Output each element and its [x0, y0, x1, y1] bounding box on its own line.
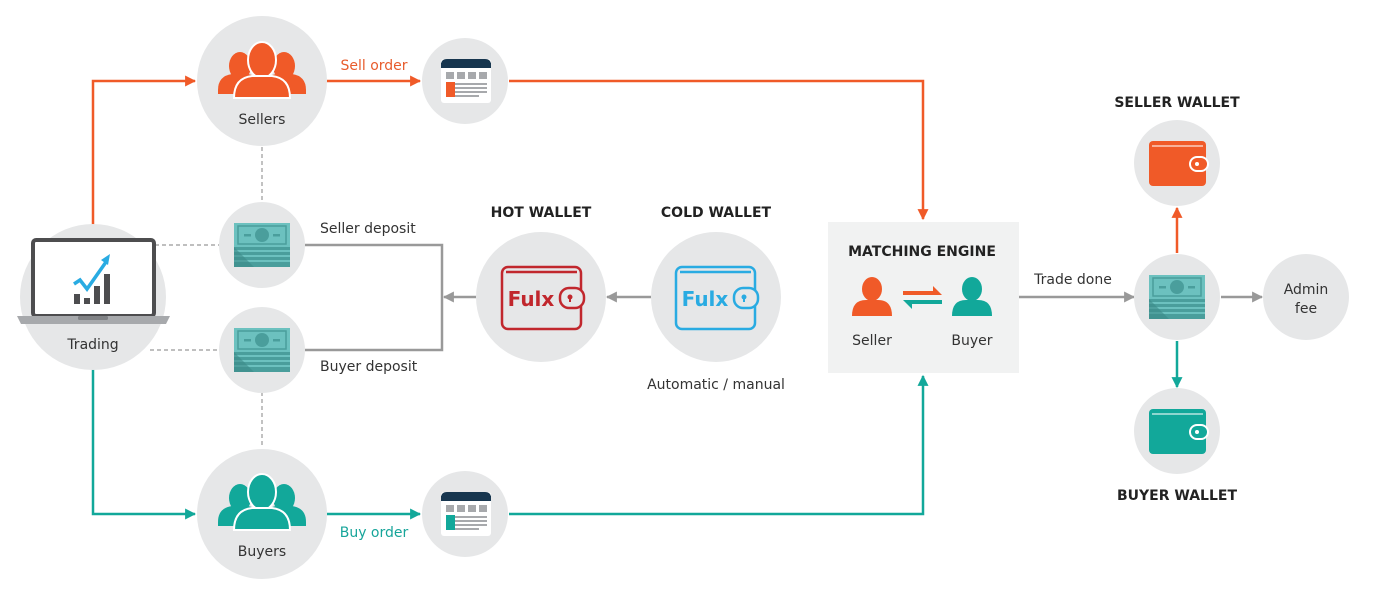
- admin-fee-node: Admin fee: [1263, 254, 1349, 340]
- exchange-arrows-icon: [903, 286, 942, 309]
- engine-buyer-label: Buyer: [951, 333, 992, 349]
- hot-wallet-title: HOT WALLET: [491, 205, 592, 221]
- seller-wallet-node: SELLER WALLET: [1114, 95, 1240, 206]
- buyer-wallet-node: BUYER WALLET: [1117, 388, 1237, 504]
- cold-wallet-icon: Fulx: [674, 265, 760, 331]
- trade-done-label: Trade done: [1033, 272, 1112, 288]
- buy-order-label: Buy order: [340, 525, 409, 541]
- matching-engine-title: MATCHING ENGINE: [848, 244, 996, 260]
- cold-wallet-brand: Fulx: [682, 287, 729, 311]
- sellers-label: Sellers: [239, 112, 286, 128]
- sell-order-form-icon: [441, 59, 491, 103]
- matching-engine-node: MATCHING ENGINE Seller Buyer: [828, 222, 1019, 373]
- trading-to-sellers-connector: [91, 75, 197, 226]
- buyer-wallet-title: BUYER WALLET: [1117, 488, 1237, 504]
- admin-fee-line1: Admin: [1284, 282, 1329, 298]
- buyers-node: Buyers: [197, 449, 327, 579]
- seller-wallet-title: SELLER WALLET: [1114, 95, 1240, 111]
- seller-wallet-icon: [1149, 141, 1209, 186]
- seller-deposit-node: Seller deposit: [219, 202, 416, 288]
- buyer-wallet-icon: [1149, 409, 1209, 454]
- buyer-deposit-node: Buyer deposit: [219, 307, 418, 393]
- admin-fee-line2: fee: [1295, 301, 1317, 317]
- seller-deposit-label: Seller deposit: [320, 221, 416, 237]
- hot-wallet-icon: Fulx: [500, 265, 586, 331]
- engine-seller-label: Seller: [852, 333, 892, 349]
- buyer-deposit-label: Buyer deposit: [320, 359, 418, 375]
- sell-order-to-engine-connector: [509, 79, 929, 221]
- buy-order-form-icon: [441, 492, 491, 536]
- cold-wallet-title: COLD WALLET: [661, 205, 772, 221]
- deposit-bracket-connector: [305, 243, 444, 352]
- buyer-deposit-money-icon: [233, 327, 291, 373]
- settlement-money-icon: [1148, 274, 1206, 320]
- sell-order-node: [422, 38, 508, 124]
- sell-order-label: Sell order: [340, 58, 407, 74]
- hot-wallet-node: HOT WALLET Fulx: [476, 205, 606, 362]
- buy-order-to-engine-connector: [509, 374, 929, 516]
- settlement-node: [1134, 254, 1220, 340]
- trading-label: Trading: [66, 337, 118, 353]
- seller-deposit-money-icon: [233, 222, 291, 268]
- buyers-label: Buyers: [238, 544, 286, 560]
- sellers-node: Sellers: [197, 16, 327, 146]
- trading-node: Trading: [17, 224, 170, 370]
- hot-wallet-brand: Fulx: [508, 287, 555, 311]
- trading-to-buyers-connector: [91, 368, 197, 520]
- cold-wallet-node: COLD WALLET Fulx Automatic / manual: [647, 205, 785, 393]
- cold-wallet-caption: Automatic / manual: [647, 377, 785, 393]
- buy-order-node: [422, 471, 508, 557]
- laptop-chart-icon: [17, 238, 170, 324]
